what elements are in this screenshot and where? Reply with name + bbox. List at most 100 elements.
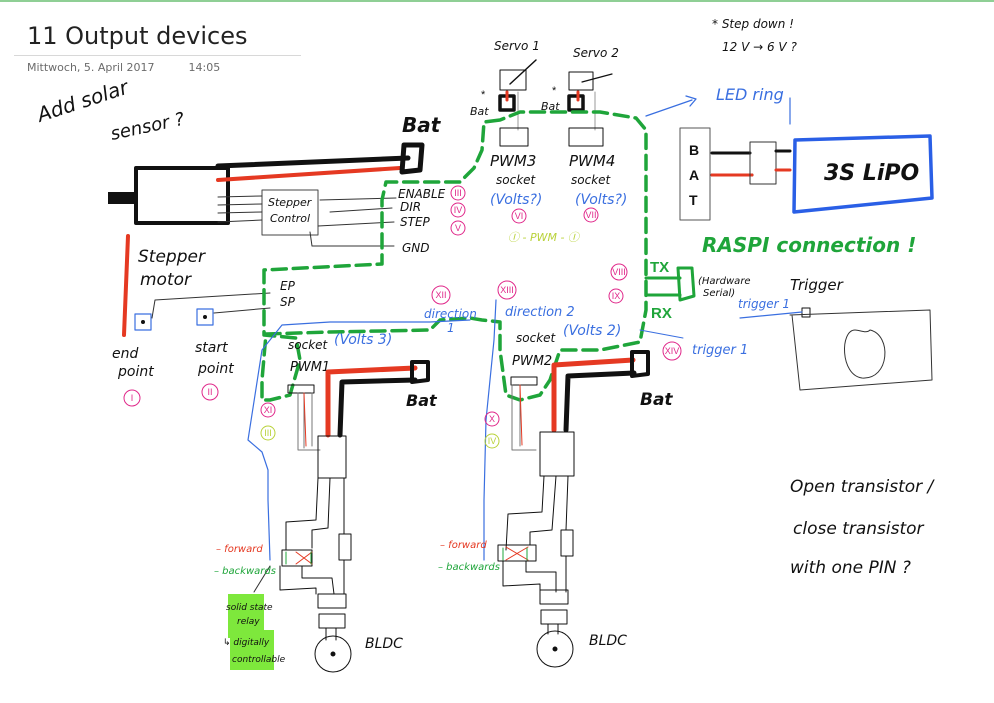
note-transistor-line2: close transistor	[793, 519, 925, 539]
note-solar-sensor: Add solar sensor ?	[32, 74, 187, 145]
marker-iii: III	[450, 185, 466, 201]
pwm3-label: PWM3	[490, 152, 536, 170]
trigger1-label-b: trigger 1	[692, 343, 748, 358]
stepper-motor-label1: Stepper	[138, 247, 206, 267]
marker-i: I	[123, 389, 141, 407]
servo2-star: *	[552, 85, 557, 97]
page-time: 14:05	[188, 61, 221, 74]
svg-text:IV: IV	[454, 205, 463, 215]
marker-iv: IV	[450, 202, 466, 218]
note-transistor: Open transistor / close transistor with …	[790, 477, 936, 578]
stepper-bat-label: Bat	[402, 113, 442, 137]
pwm1-label: PWM1	[290, 360, 330, 375]
page-title[interactable]: 11 Output devices	[27, 22, 248, 50]
direction2-label: direction 2	[505, 305, 575, 320]
bldc-left-label: BLDC	[365, 636, 403, 652]
svg-text:IV: IV	[488, 436, 497, 446]
ssr-line2: relay	[237, 617, 260, 627]
hardware-serial-2: Serial)	[703, 288, 735, 299]
stepper-motor: Stepper motor	[108, 166, 230, 337]
page-meta: Mittwoch, 5. April 2017 14:05	[27, 61, 220, 74]
svg-text:X: X	[489, 414, 495, 424]
svg-text:VI: VI	[515, 211, 524, 221]
marker-x: X	[484, 411, 500, 427]
pwm1-channel: socket PWM1 Bat	[287, 338, 438, 479]
marker-xiv: XIV	[662, 341, 682, 361]
backwards-label-right: – backwards	[438, 562, 500, 573]
marker-vii: VII	[583, 207, 599, 223]
pwm2-bat-label: Bat	[640, 390, 673, 410]
pin-enable: ENABLE	[398, 187, 446, 201]
note-transistor-line1: Open transistor /	[790, 477, 936, 497]
pin-step: STEP	[400, 215, 431, 229]
servo1-label: Servo 1	[494, 39, 540, 53]
svg-text:VIII: VIII	[612, 267, 626, 277]
lipo-battery: 3S LiPO	[792, 134, 934, 214]
end-point-label2: point	[117, 364, 154, 380]
camera-trigger: Trigger trigger 1 trigger 1	[639, 276, 933, 391]
bat-letter-b: B	[689, 142, 699, 158]
pwm2-channel: socket PWM2 Bat	[510, 331, 673, 477]
title-divider	[14, 55, 301, 56]
note-step-down: * Step down ! 12 V → 6 V ?	[712, 17, 797, 54]
ssr-line3: ↳ digitally	[223, 638, 270, 648]
marker-viii: VIII	[610, 263, 628, 281]
marker-ii: II	[201, 383, 219, 401]
forward-label-right: – forward	[440, 540, 487, 551]
pwm3-volts: (Volts?)	[490, 192, 542, 208]
direction-wire-1	[247, 319, 471, 561]
pin-gnd: GND	[402, 241, 430, 255]
note-solar-line1: Add solar	[32, 74, 133, 127]
note-transistor-line3: with one PIN ?	[790, 558, 911, 578]
forward-label-left: – forward	[216, 544, 263, 555]
svg-text:VII: VII	[585, 210, 596, 220]
stepper-motor-shaft	[108, 192, 136, 204]
marker-xi: XI	[260, 402, 276, 418]
svg-text:III: III	[264, 428, 272, 438]
pwm4-label: PWM4	[569, 152, 615, 170]
stepper-pins: ENABLE DIR STEP GND EP SP	[280, 187, 446, 309]
pwm3-socket-label: socket	[496, 173, 537, 187]
svg-text:XIV: XIV	[665, 346, 680, 356]
end-point-switch: end point	[112, 292, 271, 380]
marker-xii: XII	[431, 285, 451, 305]
marker-vi: VI	[511, 208, 527, 224]
pin-ep: EP	[280, 279, 296, 293]
bldc-driver-right	[497, 475, 574, 668]
stepper-battery: Bat	[215, 113, 442, 182]
tx-label: TX	[650, 259, 669, 276]
page-date: Mittwoch, 5. April 2017	[27, 61, 155, 74]
direction-wire-2	[483, 299, 497, 561]
ssr-line4: controllable	[232, 655, 286, 665]
pwm4-volts: (Volts?)	[575, 192, 627, 208]
pwm4-socket-label: socket	[571, 173, 612, 187]
svg-text:I: I	[131, 393, 134, 403]
start-point-label1: start	[195, 340, 228, 356]
accent-bar	[0, 0, 994, 2]
direction1-label1: direction	[424, 307, 477, 321]
servo-1: Servo 1 Bat * PWM3 socket (Volts?)	[470, 39, 542, 208]
note-step-down-line2: 12 V → 6 V ?	[722, 40, 797, 54]
backwards-label-left: – backwards	[214, 566, 276, 577]
stepper-motor-label2: motor	[140, 270, 192, 290]
marker-iii-lime: III	[260, 425, 276, 441]
lipo-label: 3S LiPO	[824, 161, 919, 186]
pin-sp: SP	[280, 295, 296, 309]
end-point-label1: end	[112, 346, 138, 362]
hardware-serial-1: (Hardware	[698, 276, 751, 287]
raspi-connection-note: RASPI connection !	[702, 233, 916, 257]
pin-dir: DIR	[400, 200, 421, 214]
stepper-control: Stepper Control	[217, 189, 397, 247]
svg-text:IX: IX	[612, 291, 621, 301]
stepper-motor-body	[134, 166, 230, 225]
servo2-label: Servo 2	[573, 46, 619, 60]
roman-markers: I II III IV V VI VII VIII IX X XI XII XI…	[123, 185, 682, 449]
board-outline	[260, 110, 648, 402]
ssr-line1: solid state	[226, 603, 273, 613]
solid-state-relay-note: solid state relay ↳ digitally controllab…	[223, 594, 286, 670]
svg-text:XIII: XIII	[500, 285, 514, 295]
note-step-down-line1: * Step down !	[712, 17, 794, 31]
start-point-switch: start point	[195, 307, 271, 377]
rx-label: RX	[651, 305, 672, 322]
